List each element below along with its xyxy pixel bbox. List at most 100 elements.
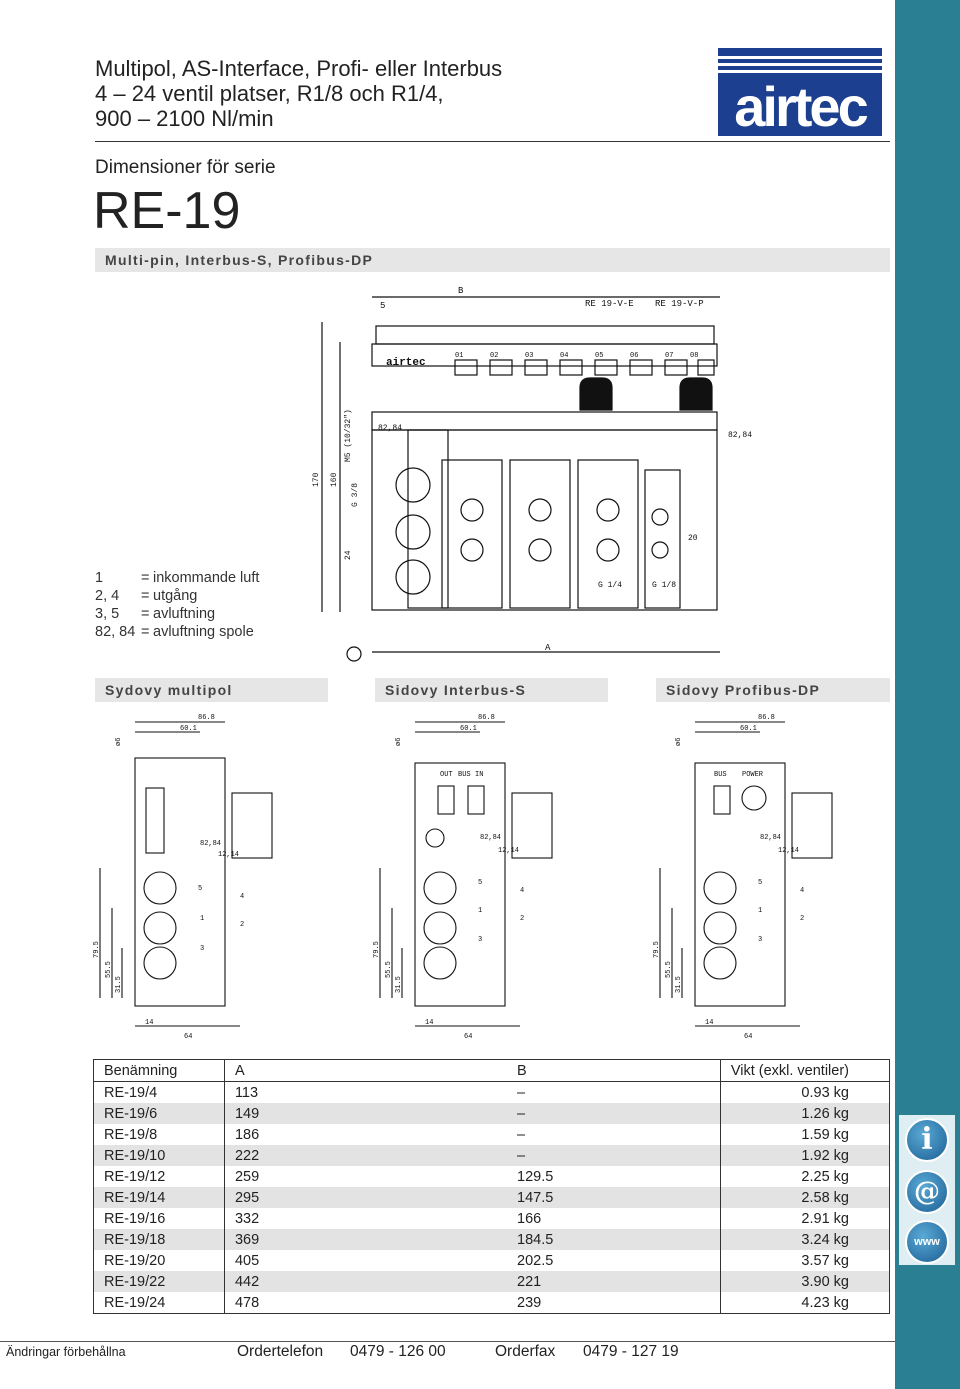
label-g18: G 1/8 [652, 581, 676, 590]
dim-label: 31.5 [395, 976, 403, 993]
port-label: 1 [758, 907, 762, 915]
dim-label: ø6 [675, 738, 683, 746]
table-cell: RE-19/22 [93, 1271, 225, 1292]
table-cell: 2.25 kg [719, 1166, 890, 1187]
legend-value: inkommande luft [153, 570, 260, 586]
legend-value: utgång [153, 588, 198, 604]
dim-label: ø6 [395, 738, 403, 746]
table-cell: – [517, 1084, 526, 1101]
table-cell: RE-19/20 [93, 1250, 225, 1271]
airtec-logo: airtec [718, 48, 882, 136]
table-cell: 222 [224, 1145, 418, 1166]
label-8284: 82,84 [728, 431, 752, 440]
table-cell: 147.5 [417, 1187, 721, 1208]
dim-label: 14 [705, 1019, 713, 1027]
label-re-p: RE 19-V-P [655, 299, 704, 309]
legend-key: 2, 4 [95, 588, 120, 604]
table-cell: 4.23 kg [719, 1292, 890, 1314]
table-cell: 1.59 kg [719, 1124, 890, 1145]
port-label: 1 [478, 907, 482, 915]
dim-label: 55.5 [665, 961, 673, 978]
dim-label: 55.5 [385, 961, 393, 978]
port-label: 2 [240, 921, 244, 929]
dim-label: 64 [744, 1033, 752, 1041]
dim-label: 31.5 [115, 976, 123, 993]
table-cell: 369 [224, 1229, 418, 1250]
pos-label: 05 [595, 352, 603, 360]
port-label: 3 [478, 936, 482, 944]
table-cell: – [417, 1103, 721, 1124]
title-line-1: Multipol, AS-Interface, Profi- eller Int… [95, 56, 503, 81]
table-cell: 202.5 [517, 1252, 554, 1269]
side-view-interbus: 86.8 60.1 ø6 OUT BUS IN 82,84 12,14 5 4 … [373, 714, 553, 1041]
col-header: Vikt (exkl. ventiler) [719, 1059, 890, 1082]
table-cell: – [517, 1126, 526, 1143]
dim-label: ø6 [115, 738, 123, 746]
table-cell: 405 [234, 1252, 260, 1269]
table-cell: 1.92 kg [719, 1145, 890, 1166]
dim-b: B [458, 286, 464, 296]
pos-label: 03 [525, 352, 533, 360]
dim-label: 86.8 [478, 714, 495, 722]
table-cell: 442 [224, 1271, 418, 1292]
dim-label: 60.1 [740, 725, 757, 733]
label-g14: G 1/4 [598, 581, 622, 590]
connector-label: BUS [714, 771, 727, 779]
table-cell: 332 [234, 1210, 260, 1227]
dim-label: 79.5 [93, 941, 101, 958]
web-icon[interactable]: www [905, 1220, 949, 1264]
view-band-profibus: Sidovy Profibus-DP [656, 678, 890, 702]
legend-key: 82, 84 [95, 624, 136, 640]
pos-label: 08 [690, 352, 698, 360]
table-cell: RE-19/12 [93, 1166, 225, 1187]
legend-value: avluftning [153, 606, 216, 622]
fax-number: 0479 - 127 19 [583, 1343, 679, 1360]
table-cell: 113 [234, 1084, 259, 1101]
info-icon[interactable]: i [905, 1118, 949, 1162]
port-label: 5 [198, 885, 202, 893]
table-cell: 3.90 kg [719, 1271, 890, 1292]
table-cell: 3.57 kg [719, 1250, 890, 1271]
fax-label: Orderfax [495, 1343, 556, 1360]
port-label: 12,14 [498, 847, 519, 855]
table-cell: RE-19/14 [93, 1187, 225, 1208]
dim-20: 20 [688, 534, 698, 543]
dim-label: 86.8 [198, 714, 215, 722]
dim-label: 31.5 [675, 976, 683, 993]
port-label: 3 [200, 945, 204, 953]
port-label: 82,84 [480, 834, 501, 842]
port-label: 3 [758, 936, 762, 944]
dim-label: 55.5 [105, 961, 113, 978]
table-cell: RE-19/8 [93, 1124, 225, 1145]
email-icon[interactable]: @ [905, 1170, 949, 1214]
table-cell: 478 [234, 1294, 260, 1311]
table-cell: 2.58 kg [719, 1187, 890, 1208]
table-cell: 166 [517, 1210, 542, 1227]
front-view-drawing: B 5 RE 19-V-E RE 19-V-P airtec 01 02 03 … [312, 286, 752, 662]
dim-label: 64 [464, 1033, 472, 1041]
port-label: 4 [240, 893, 244, 901]
dim-label: 14 [425, 1019, 433, 1027]
pos-label: 07 [665, 352, 673, 360]
table-cell: 184.5 [417, 1229, 721, 1250]
phone-number[interactable]: 0479 - 126 00 [350, 1343, 446, 1360]
view-band-interbus: Sidovy Interbus-S [375, 678, 608, 702]
port-label: 82,84 [200, 840, 221, 848]
dim-label: 64 [184, 1033, 192, 1041]
table-row: RE-19/20 405 202.5 3.57 kg [93, 1250, 890, 1271]
legend-row: 2, 4=utgång [95, 588, 198, 604]
port-label: 1 [200, 915, 204, 923]
subtitle: Dimensioner för serie [95, 157, 276, 178]
dim-label: 79.5 [373, 941, 381, 958]
port-label: 12,14 [218, 851, 239, 859]
legend-key: 1 [95, 570, 104, 586]
legend-row: 3, 5=avluftning [95, 606, 216, 622]
dimension-table: Benämning A B Vikt (exkl. ventiler) RE-1… [93, 1059, 890, 1314]
port-label: 2 [520, 915, 524, 923]
dim-label: 60.1 [180, 725, 197, 733]
